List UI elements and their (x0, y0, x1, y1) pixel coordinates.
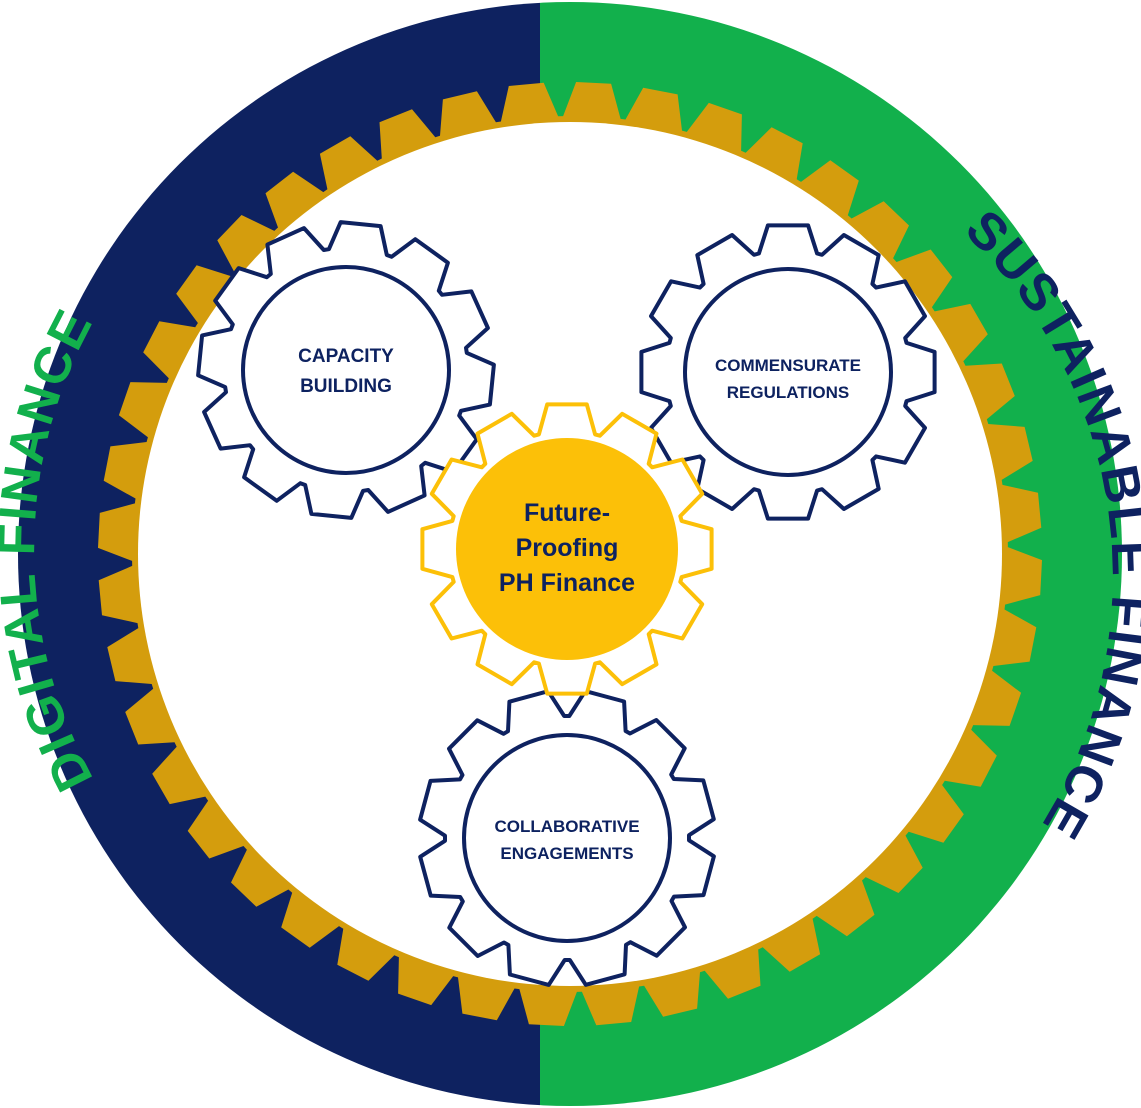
collaborative-engagements-gear: COLLABORATIVE ENGAGEMENTS (418, 689, 716, 987)
regulations-line1: COMMENSURATE (715, 356, 861, 375)
center-line2: Proofing (516, 534, 619, 562)
commensurate-regulations-gear: COMMENSURATE REGULATIONS (639, 223, 937, 521)
regulations-line2: REGULATIONS (727, 383, 849, 402)
capacity-line1: CAPACITY (298, 346, 394, 367)
capacity-building-gear: CAPACITY BUILDING (196, 220, 496, 520)
gear-inner-circle (683, 267, 893, 477)
center-line1: Future- (524, 499, 610, 527)
gear-inner-circle (462, 733, 672, 943)
gear-inner-circle (241, 265, 451, 475)
engagements-line2: ENGAGEMENTS (500, 844, 633, 863)
gear-center-fill (456, 438, 678, 660)
engagements-line1: COLLABORATIVE (494, 817, 639, 836)
center-line3: PH Finance (499, 569, 635, 597)
capacity-line2: BUILDING (300, 376, 392, 397)
future-proofing-center-gear: Future- Proofing PH Finance (420, 402, 714, 696)
